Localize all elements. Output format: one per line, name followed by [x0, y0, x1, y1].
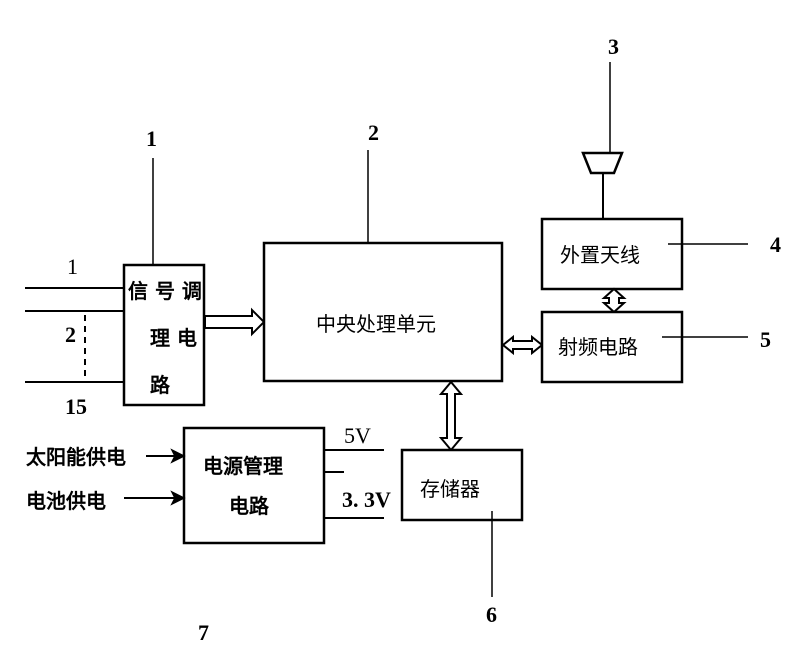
storage-block [400, 448, 524, 522]
rf-circuit-label: 射频电路 [558, 335, 638, 359]
power-management-block [182, 426, 326, 545]
storage-label: 存储器 [420, 477, 480, 501]
antenna-icon [581, 151, 624, 175]
cpu-label: 中央处理单元 [316, 312, 436, 336]
signal-conditioning-label-line3: 路 [150, 373, 171, 397]
external-antenna-label: 外置天线 [560, 243, 640, 267]
battery-power-label: 电池供电 [26, 489, 106, 513]
power-management-label-line2: 电路 [229, 494, 270, 518]
ref-label-5: 5 [760, 327, 771, 352]
signal-conditioning-block [122, 263, 206, 407]
rf-circuit-block [540, 310, 684, 384]
ref-label-4: 4 [770, 232, 781, 257]
signal-conditioning-label-line1: 信 号 调 [128, 279, 202, 303]
arrow-cpu-rf-bidirectional [501, 334, 544, 356]
solar-power-label: 太阳能供电 [26, 445, 126, 469]
arrow-cpu-storage-bidirectional [438, 380, 464, 452]
ref-label-2: 2 [368, 120, 379, 145]
channel-label-2: 2 [65, 322, 76, 347]
channel-label-15: 15 [65, 394, 87, 419]
ref-label-1: 1 [146, 126, 157, 151]
cpu-block [262, 241, 504, 383]
battery-arrow-icon [170, 490, 186, 506]
external-antenna-block [540, 217, 684, 291]
arrow-signal-to-cpu [204, 307, 266, 337]
solar-arrow-icon [170, 448, 186, 464]
channel-label-1: 1 [67, 254, 78, 279]
arrow-antenna-rf-bidirectional [601, 287, 627, 314]
voltage-label-5v: 5V [344, 423, 371, 448]
ref-label-6: 6 [486, 602, 497, 627]
signal-conditioning-label-line2: 理 电 [150, 326, 197, 350]
ref-label-3: 3 [608, 34, 619, 59]
ref-label-7: 7 [198, 620, 209, 645]
power-management-label-line1: 电源管理 [203, 454, 283, 478]
voltage-label-3v3: 3. 3V [342, 487, 391, 512]
